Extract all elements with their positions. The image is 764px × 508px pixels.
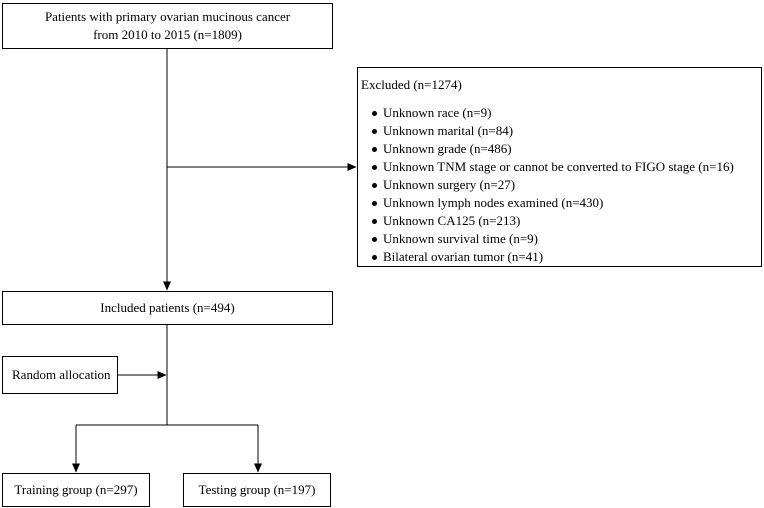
excluded-list: Unknown race (n=9) Unknown marital (n=84… xyxy=(361,104,757,266)
training-group-label: Training group (n=297) xyxy=(14,482,138,497)
excluded-item: Unknown survival time (n=9) xyxy=(372,230,757,248)
start-node-line2: from 2010 to 2015 (n=1809) xyxy=(93,27,242,42)
start-node: Patients with primary ovarian mucinous c… xyxy=(2,3,333,49)
excluded-title: Excluded (n=1274) xyxy=(361,77,462,92)
random-allocation-label: Random allocation xyxy=(12,367,111,382)
excluded-item: Unknown TNM stage or cannot be converted… xyxy=(372,158,757,176)
excluded-item: Unknown CA125 (n=213) xyxy=(372,212,757,230)
excluded-item: Bilateral ovarian tumor (n=41) xyxy=(372,248,757,266)
testing-group-label: Testing group (n=197) xyxy=(198,482,316,497)
excluded-item: Unknown lymph nodes examined (n=430) xyxy=(372,194,757,212)
testing-group-node: Testing group (n=197) xyxy=(183,473,331,507)
training-group-node: Training group (n=297) xyxy=(2,473,150,507)
excluded-item: Unknown surgery (n=27) xyxy=(372,176,757,194)
included-node: Included patients (n=494) xyxy=(2,291,333,325)
random-allocation-node: Random allocation xyxy=(2,356,118,394)
start-node-line1: Patients with primary ovarian mucinous c… xyxy=(44,9,291,24)
excluded-item: Unknown grade (n=486) xyxy=(372,140,757,158)
excluded-item: Unknown marital (n=84) xyxy=(372,122,757,140)
included-label: Included patients (n=494) xyxy=(100,300,235,315)
excluded-item: Unknown race (n=9) xyxy=(372,104,757,122)
excluded-node: Excluded (n=1274) Unknown race (n=9) Unk… xyxy=(357,67,762,267)
